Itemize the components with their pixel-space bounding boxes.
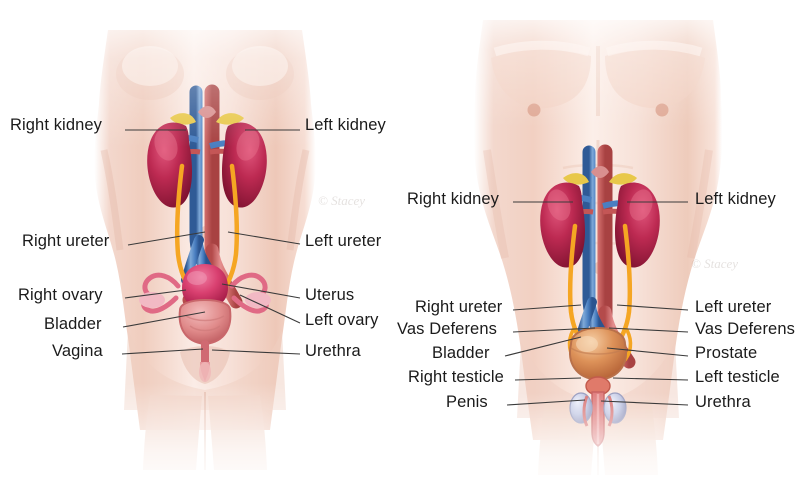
label-right-kidney: Right kidney — [10, 116, 102, 134]
label-urethra: Urethra — [695, 393, 751, 411]
leader-line-vas-deferens — [608, 327, 689, 333]
male-watermark: © Stacey — [691, 256, 738, 271]
leader-line-urethra — [600, 400, 689, 406]
leader-line-right-testicle — [514, 377, 582, 381]
label-left-ureter: Left ureter — [305, 232, 382, 250]
label-uterus: Uterus — [305, 286, 355, 304]
label-right-testicle: Right testicle — [408, 368, 504, 386]
male-anatomy-illustration: © Stacey — [395, 0, 800, 491]
leader-line-bladder — [122, 311, 206, 328]
leader-line-vagina — [121, 348, 204, 355]
male-leader-lines — [504, 201, 689, 406]
label-right-kidney: Right kidney — [407, 190, 499, 208]
label-left-testicle: Left testicle — [695, 368, 780, 386]
label-left-ureter: Left ureter — [695, 298, 772, 316]
label-right-ureter: Right ureter — [415, 298, 503, 316]
svg-text:© Stacey: © Stacey — [691, 256, 738, 271]
label-right-ureter: Right ureter — [22, 232, 110, 250]
svg-text:© Stacey: © Stacey — [318, 193, 365, 208]
label-left-ovary: Left ovary — [305, 311, 379, 329]
leader-line-right-ureter — [512, 304, 582, 311]
leader-line-left-ureter — [616, 304, 689, 311]
label-vas-deferens: Vas Deferens — [695, 320, 795, 338]
leader-line-bladder — [504, 336, 582, 357]
leader-line-left-ovary — [239, 294, 301, 324]
female-anatomy-illustration: © Stacey — [0, 0, 410, 491]
label-bladder: Bladder — [432, 344, 490, 362]
leader-line-uterus — [221, 283, 301, 299]
leader-line-left-testicle — [612, 377, 689, 381]
label-left-kidney: Left kidney — [305, 116, 386, 134]
female-watermark: © Stacey — [318, 193, 365, 208]
leader-line-penis — [506, 399, 586, 406]
leader-line-left-ureter — [227, 231, 301, 245]
label-bladder: Bladder — [44, 315, 102, 333]
leader-line-right-ureter — [127, 231, 206, 246]
leader-line-urethra — [211, 349, 301, 355]
label-penis: Penis — [446, 393, 488, 411]
leader-line-prostate — [606, 347, 689, 357]
female-leader-lines — [121, 129, 301, 355]
label-vas-deferens: Vas Deferens — [397, 320, 497, 338]
label-left-kidney: Left kidney — [695, 190, 776, 208]
label-prostate: Prostate — [695, 344, 758, 362]
label-right-ovary: Right ovary — [18, 286, 103, 304]
label-vagina: Vagina — [52, 342, 103, 360]
leader-line-vas-deferens — [512, 327, 596, 333]
leader-line-right-ovary — [124, 289, 187, 299]
label-urethra: Urethra — [305, 342, 361, 360]
